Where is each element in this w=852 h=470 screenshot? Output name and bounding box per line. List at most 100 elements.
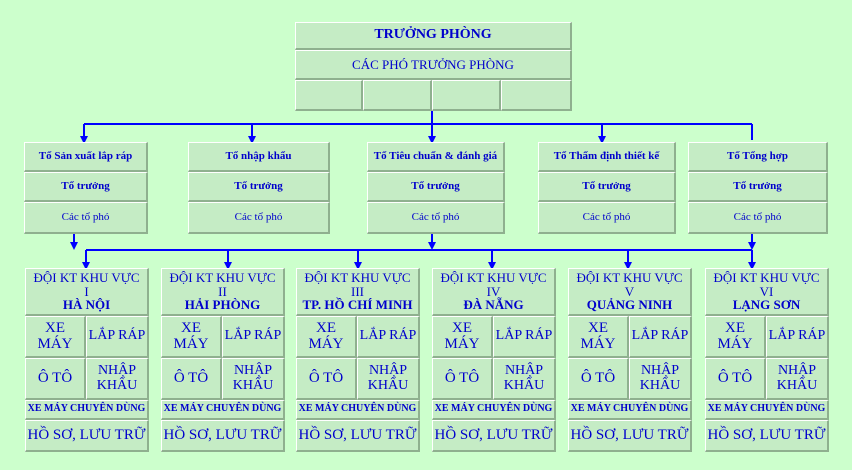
group-name: Tổ Thẩm định thiết kế: [553, 149, 660, 162]
chuyen-dung-cell: XE MÁY CHUYÊN DÙNG: [568, 400, 692, 420]
o-to-cell: Ô TÔ: [161, 358, 222, 400]
group-deputies: Các tổ phó: [61, 210, 110, 223]
lap-rap-label: LẮP RÁP: [359, 328, 417, 344]
group-name-box: Tổ Sản xuất lắp ráp: [24, 142, 148, 172]
chuyen-dung-label: XE MÁY CHUYÊN DÙNG: [163, 403, 282, 415]
region-header: ĐỘI KT KHU VỰC II HẢI PHÒNG: [161, 268, 285, 316]
group-name: Tổ Tiêu chuẩn & đánh giá: [373, 149, 498, 162]
group-deputies-box: Các tổ phó: [367, 202, 505, 234]
chuyen-dung-label: XE MÁY CHUYÊN DÙNG: [570, 403, 689, 415]
xe-may-label: XE MÁY: [717, 319, 753, 352]
region-header: ĐỘI KT KHU VỰC III TP. HỒ CHÍ MINH: [296, 268, 420, 316]
nhap-khau-cell: NHẬP KHẨU: [766, 358, 829, 400]
region-city: HẢI PHÒNG: [184, 297, 261, 313]
group-leader: Tổ trưởng: [733, 179, 782, 192]
group-leader-box: Tổ trưởng: [688, 172, 828, 202]
top-empty-cell-3: [432, 80, 501, 111]
group-name-box: Tổ nhập khẩu: [188, 142, 330, 172]
region-numeral: IV: [486, 283, 501, 299]
nhap-khau-label: NHẬP KHẨU: [367, 362, 409, 393]
nhap-khau-cell: NHẬP KHẨU: [357, 358, 420, 400]
pho-truong-phong-label: CÁC PHÓ TRƯỞNG PHÒNG: [352, 56, 514, 72]
ho-so-label: HỒ SƠ, LƯU TRỮ: [298, 426, 417, 443]
xe-may-cell: XE MÁY: [705, 316, 766, 358]
region-numeral: I: [84, 283, 89, 299]
o-to-label: Ô TÔ: [444, 369, 480, 386]
group-deputies: Các tổ phó: [582, 210, 631, 223]
ho-so-label: HỒ SƠ, LƯU TRỮ: [27, 426, 146, 443]
chuyen-dung-cell: XE MÁY CHUYÊN DÙNG: [296, 400, 420, 420]
group-leader-box: Tổ trưởng: [367, 172, 505, 202]
nhap-khau-label: NHẬP KHẨU: [639, 362, 681, 393]
xe-may-label: XE MÁY: [444, 319, 480, 352]
group-name-box: Tổ Thẩm định thiết kế: [538, 142, 676, 172]
group-leader-box: Tổ trưởng: [24, 172, 148, 202]
nhap-khau-cell: NHẬP KHẨU: [629, 358, 692, 400]
group-name-box: Tổ Tổng hợp: [688, 142, 828, 172]
chuyen-dung-cell: XE MÁY CHUYÊN DÙNG: [161, 400, 285, 420]
region-city: QUẢNG NINH: [586, 297, 673, 313]
nhap-khau-label: NHẬP KHẨU: [96, 362, 138, 393]
ho-so-label: HỒ SƠ, LƯU TRỮ: [434, 426, 553, 443]
chuyen-dung-label: XE MÁY CHUYÊN DÙNG: [434, 403, 553, 415]
group-deputies-box: Các tổ phó: [538, 202, 676, 234]
region-numeral: V: [624, 283, 635, 299]
chuyen-dung-label: XE MÁY CHUYÊN DÙNG: [707, 403, 826, 415]
o-to-cell: Ô TÔ: [568, 358, 629, 400]
region-header: ĐỘI KT KHU VỰC VI LẠNG SƠN: [705, 268, 829, 316]
group-deputies: Các tổ phó: [234, 210, 283, 223]
group-leader: Tổ trưởng: [411, 179, 460, 192]
chuyen-dung-label: XE MÁY CHUYÊN DÙNG: [27, 403, 146, 415]
xe-may-cell: XE MÁY: [25, 316, 86, 358]
ho-so-label: HỒ SƠ, LƯU TRỮ: [707, 426, 826, 443]
xe-may-label: XE MÁY: [173, 319, 209, 352]
o-to-cell: Ô TÔ: [705, 358, 766, 400]
group-leader: Tổ trưởng: [61, 179, 110, 192]
group-deputies-box: Các tổ phó: [188, 202, 330, 234]
truong-phong-label: TRƯỞNG PHÒNG: [374, 27, 492, 43]
nhap-khau-label: NHẬP KHẨU: [232, 362, 274, 393]
xe-may-cell: XE MÁY: [296, 316, 357, 358]
group-leader: Tổ trưởng: [582, 179, 631, 192]
top-empty-cell-4: [501, 80, 572, 111]
region-title: ĐỘI KT KHU VỰC: [304, 270, 411, 286]
lap-rap-cell: LẮP RÁP: [86, 316, 149, 358]
chuyen-dung-cell: XE MÁY CHUYÊN DÙNG: [25, 400, 149, 420]
o-to-label: Ô TÔ: [717, 369, 753, 386]
nhap-khau-cell: NHẬP KHẨU: [86, 358, 149, 400]
group-leader-box: Tổ trưởng: [188, 172, 330, 202]
o-to-label: Ô TÔ: [37, 369, 73, 386]
group-leader-box: Tổ trưởng: [538, 172, 676, 202]
lap-rap-label: LẮP RÁP: [88, 328, 146, 344]
o-to-cell: Ô TÔ: [432, 358, 493, 400]
lap-rap-cell: LẮP RÁP: [493, 316, 556, 358]
o-to-label: Ô TÔ: [173, 369, 209, 386]
region-title: ĐỘI KT KHU VỰC: [576, 270, 683, 286]
lap-rap-cell: LẮP RÁP: [766, 316, 829, 358]
ho-so-label: HỒ SƠ, LƯU TRỮ: [570, 426, 689, 443]
ho-so-cell: HỒ SƠ, LƯU TRỮ: [296, 420, 420, 452]
region-city: LẠNG SƠN: [732, 297, 801, 313]
xe-may-cell: XE MÁY: [161, 316, 222, 358]
nhap-khau-cell: NHẬP KHẨU: [493, 358, 556, 400]
ho-so-cell: HỒ SƠ, LƯU TRỮ: [568, 420, 692, 452]
region-header: ĐỘI KT KHU VỰC V QUẢNG NINH: [568, 268, 692, 316]
lap-rap-label: LẮP RÁP: [768, 328, 826, 344]
chuyen-dung-cell: XE MÁY CHUYÊN DÙNG: [432, 400, 556, 420]
group-deputies: Các tổ phó: [733, 210, 782, 223]
top-empty-cell-2: [363, 80, 432, 111]
region-title: ĐỘI KT KHU VỰC: [440, 270, 547, 286]
chuyen-dung-cell: XE MÁY CHUYÊN DÙNG: [705, 400, 829, 420]
region-title: ĐỘI KT KHU VỰC: [713, 270, 820, 286]
region-numeral: II: [218, 283, 227, 299]
lap-rap-cell: LẮP RÁP: [222, 316, 285, 358]
o-to-label: Ô TÔ: [308, 369, 344, 386]
ho-so-cell: HỒ SƠ, LƯU TRỮ: [25, 420, 149, 452]
group-leader: Tổ trưởng: [234, 179, 283, 192]
region-city: HÀ NỘI: [62, 297, 111, 313]
lap-rap-cell: LẮP RÁP: [629, 316, 692, 358]
o-to-cell: Ô TÔ: [296, 358, 357, 400]
region-city: ĐÀ NẴNG: [463, 297, 524, 313]
group-deputies-box: Các tổ phó: [24, 202, 148, 234]
xe-may-label: XE MÁY: [308, 319, 344, 352]
